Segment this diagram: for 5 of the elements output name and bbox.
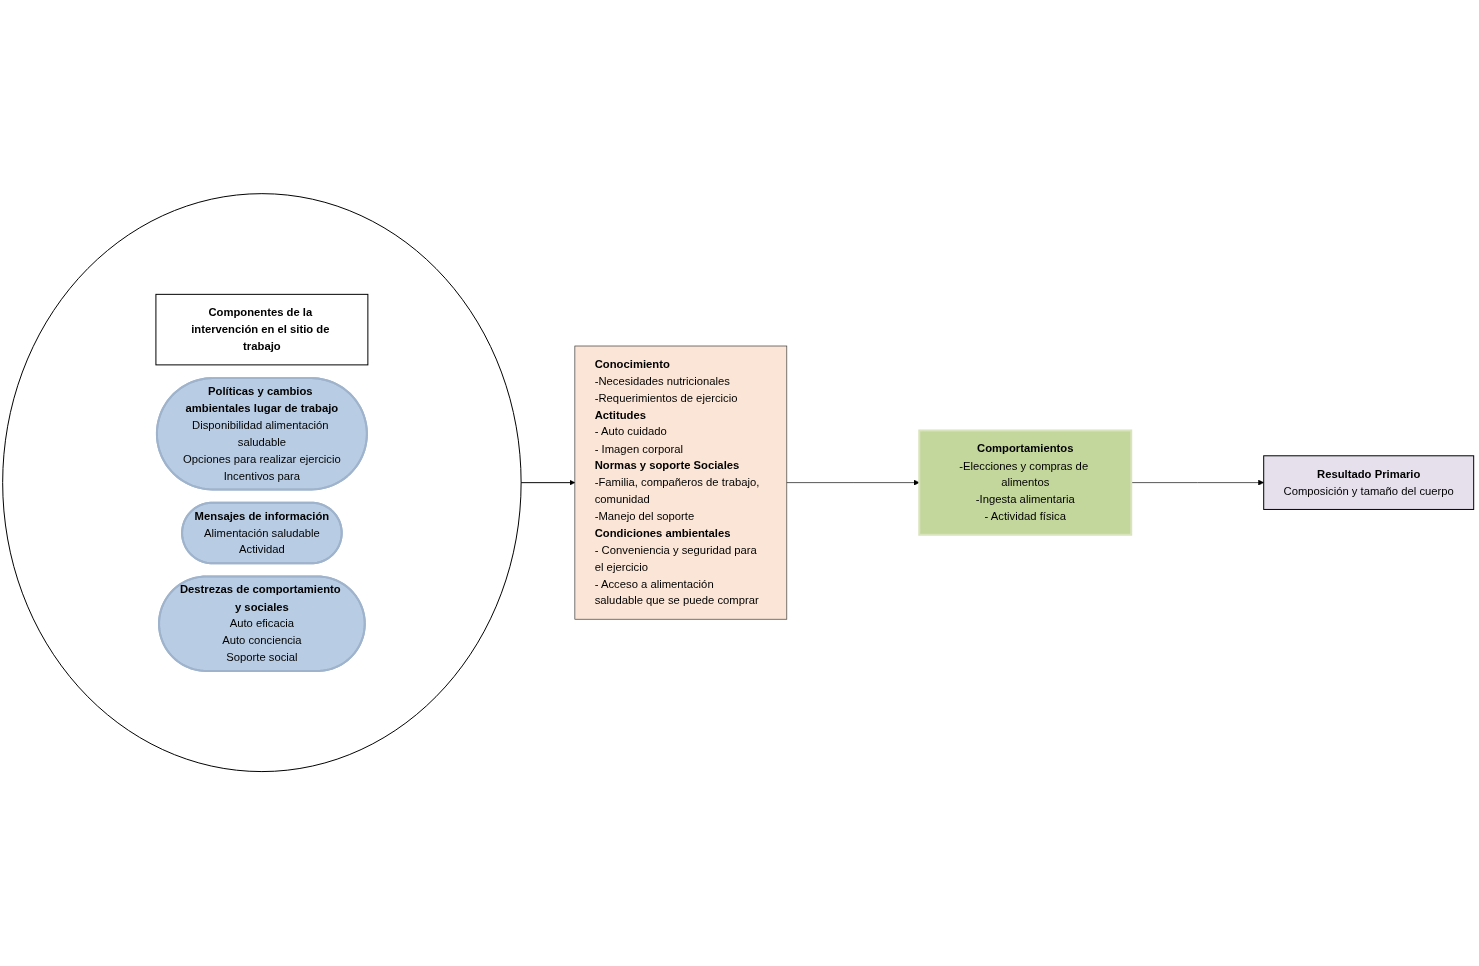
node-box: Comportamientos -Elecciones y compras de alimentos -Ingesta alimentaria - Actividad física <box>918 429 1133 537</box>
node-box: Componentes de la intervención en el sitio de trabajo <box>155 294 369 366</box>
node-box: Resultado Primario Composición y tamaño del cuerpo <box>1263 455 1475 511</box>
cluster <box>2 193 522 773</box>
node-box: Conocimiento -Necesidades nutricionales -Requerimientos de ejercicio Actitudes - Auto cuidado - Imagen corporal Normas y soporte Sociales -Familia, compañeros de trabajo, comunidad -Manejo del soporte Condiciones ambientales - Conveniencia y seguridad para el ejercicio - Acceso a alimentación saludable que se puede comprar <box>574 346 788 620</box>
